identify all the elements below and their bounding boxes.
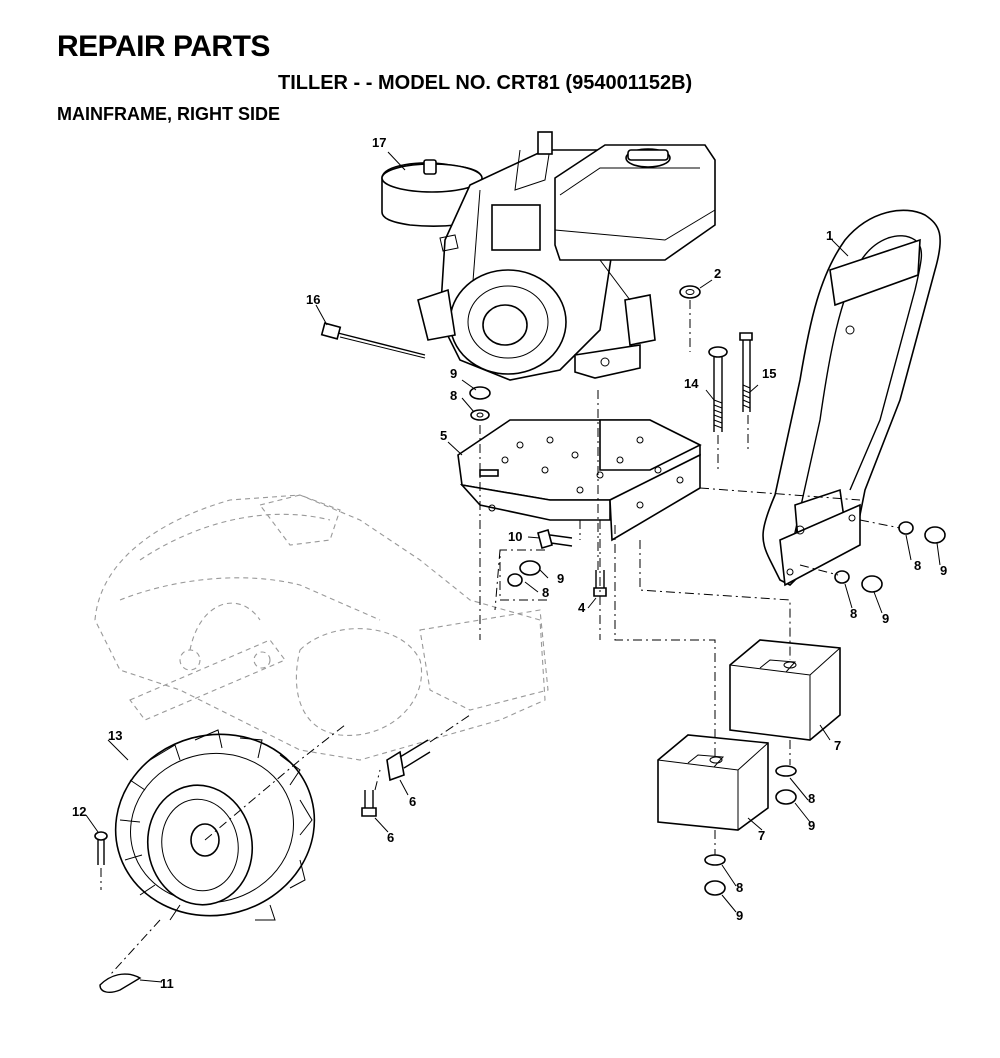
callout-9-plate-nut: 9 xyxy=(450,366,457,381)
callout-14: 14 xyxy=(684,376,699,391)
callout-8-handle-lower: 8 xyxy=(850,606,857,621)
section-title: MAINFRAME, RIGHT SIDE xyxy=(57,104,280,124)
callout-8-plate-washer: 8 xyxy=(450,388,457,403)
counterweights xyxy=(657,639,841,831)
callout-8-lower-weight: 8 xyxy=(736,880,743,895)
assembly-lines xyxy=(100,300,901,976)
callout-13: 13 xyxy=(108,728,122,743)
wheel-assembly xyxy=(94,729,316,993)
engine xyxy=(381,131,716,381)
callout-9-bolt10-nut: 9 xyxy=(557,571,564,586)
callout-9-handle-right: 9 xyxy=(940,563,947,578)
callout-2: 2 xyxy=(714,266,721,281)
callout-17: 17 xyxy=(372,135,386,150)
callout-6-large-bolt: 6 xyxy=(409,794,416,809)
callout-9-handle-lower: 9 xyxy=(882,611,889,626)
model-subtitle: TILLER - - MODEL NO. CRT81 (954001152B) xyxy=(278,72,693,94)
callout-8-bolt10-washer: 8 xyxy=(542,585,549,600)
callout-11: 11 xyxy=(160,976,174,991)
callout-9-lower-weight: 9 xyxy=(736,908,743,923)
fasteners xyxy=(361,285,946,896)
callout-8-handle-right: 8 xyxy=(914,558,921,573)
callout-15: 15 xyxy=(762,366,776,381)
callout-7-upper-weight: 7 xyxy=(834,738,841,753)
page-title: REPAIR PARTS xyxy=(57,30,270,63)
mainframe-plate xyxy=(457,419,702,542)
handle-bracket xyxy=(762,209,941,587)
callout-5: 5 xyxy=(440,428,447,443)
callout-labels: 1 2 4 5 6 6 7 7 8 8 8 8 8 8 9 9 9 9 9 9 … xyxy=(72,135,947,991)
callout-4: 4 xyxy=(578,600,586,615)
callout-1: 1 xyxy=(826,228,833,243)
cable-tie xyxy=(320,322,426,359)
callout-10: 10 xyxy=(508,529,522,544)
leader-lines xyxy=(85,151,941,983)
callout-16: 16 xyxy=(306,292,320,307)
callout-7-lower-weight: 7 xyxy=(758,828,765,843)
ghost-tine-housing xyxy=(94,494,549,761)
callout-8-upper-weight: 8 xyxy=(808,791,815,806)
callout-9-upper-weight: 9 xyxy=(808,818,815,833)
callout-6-small-bolt: 6 xyxy=(387,830,394,845)
callout-12: 12 xyxy=(72,804,86,819)
